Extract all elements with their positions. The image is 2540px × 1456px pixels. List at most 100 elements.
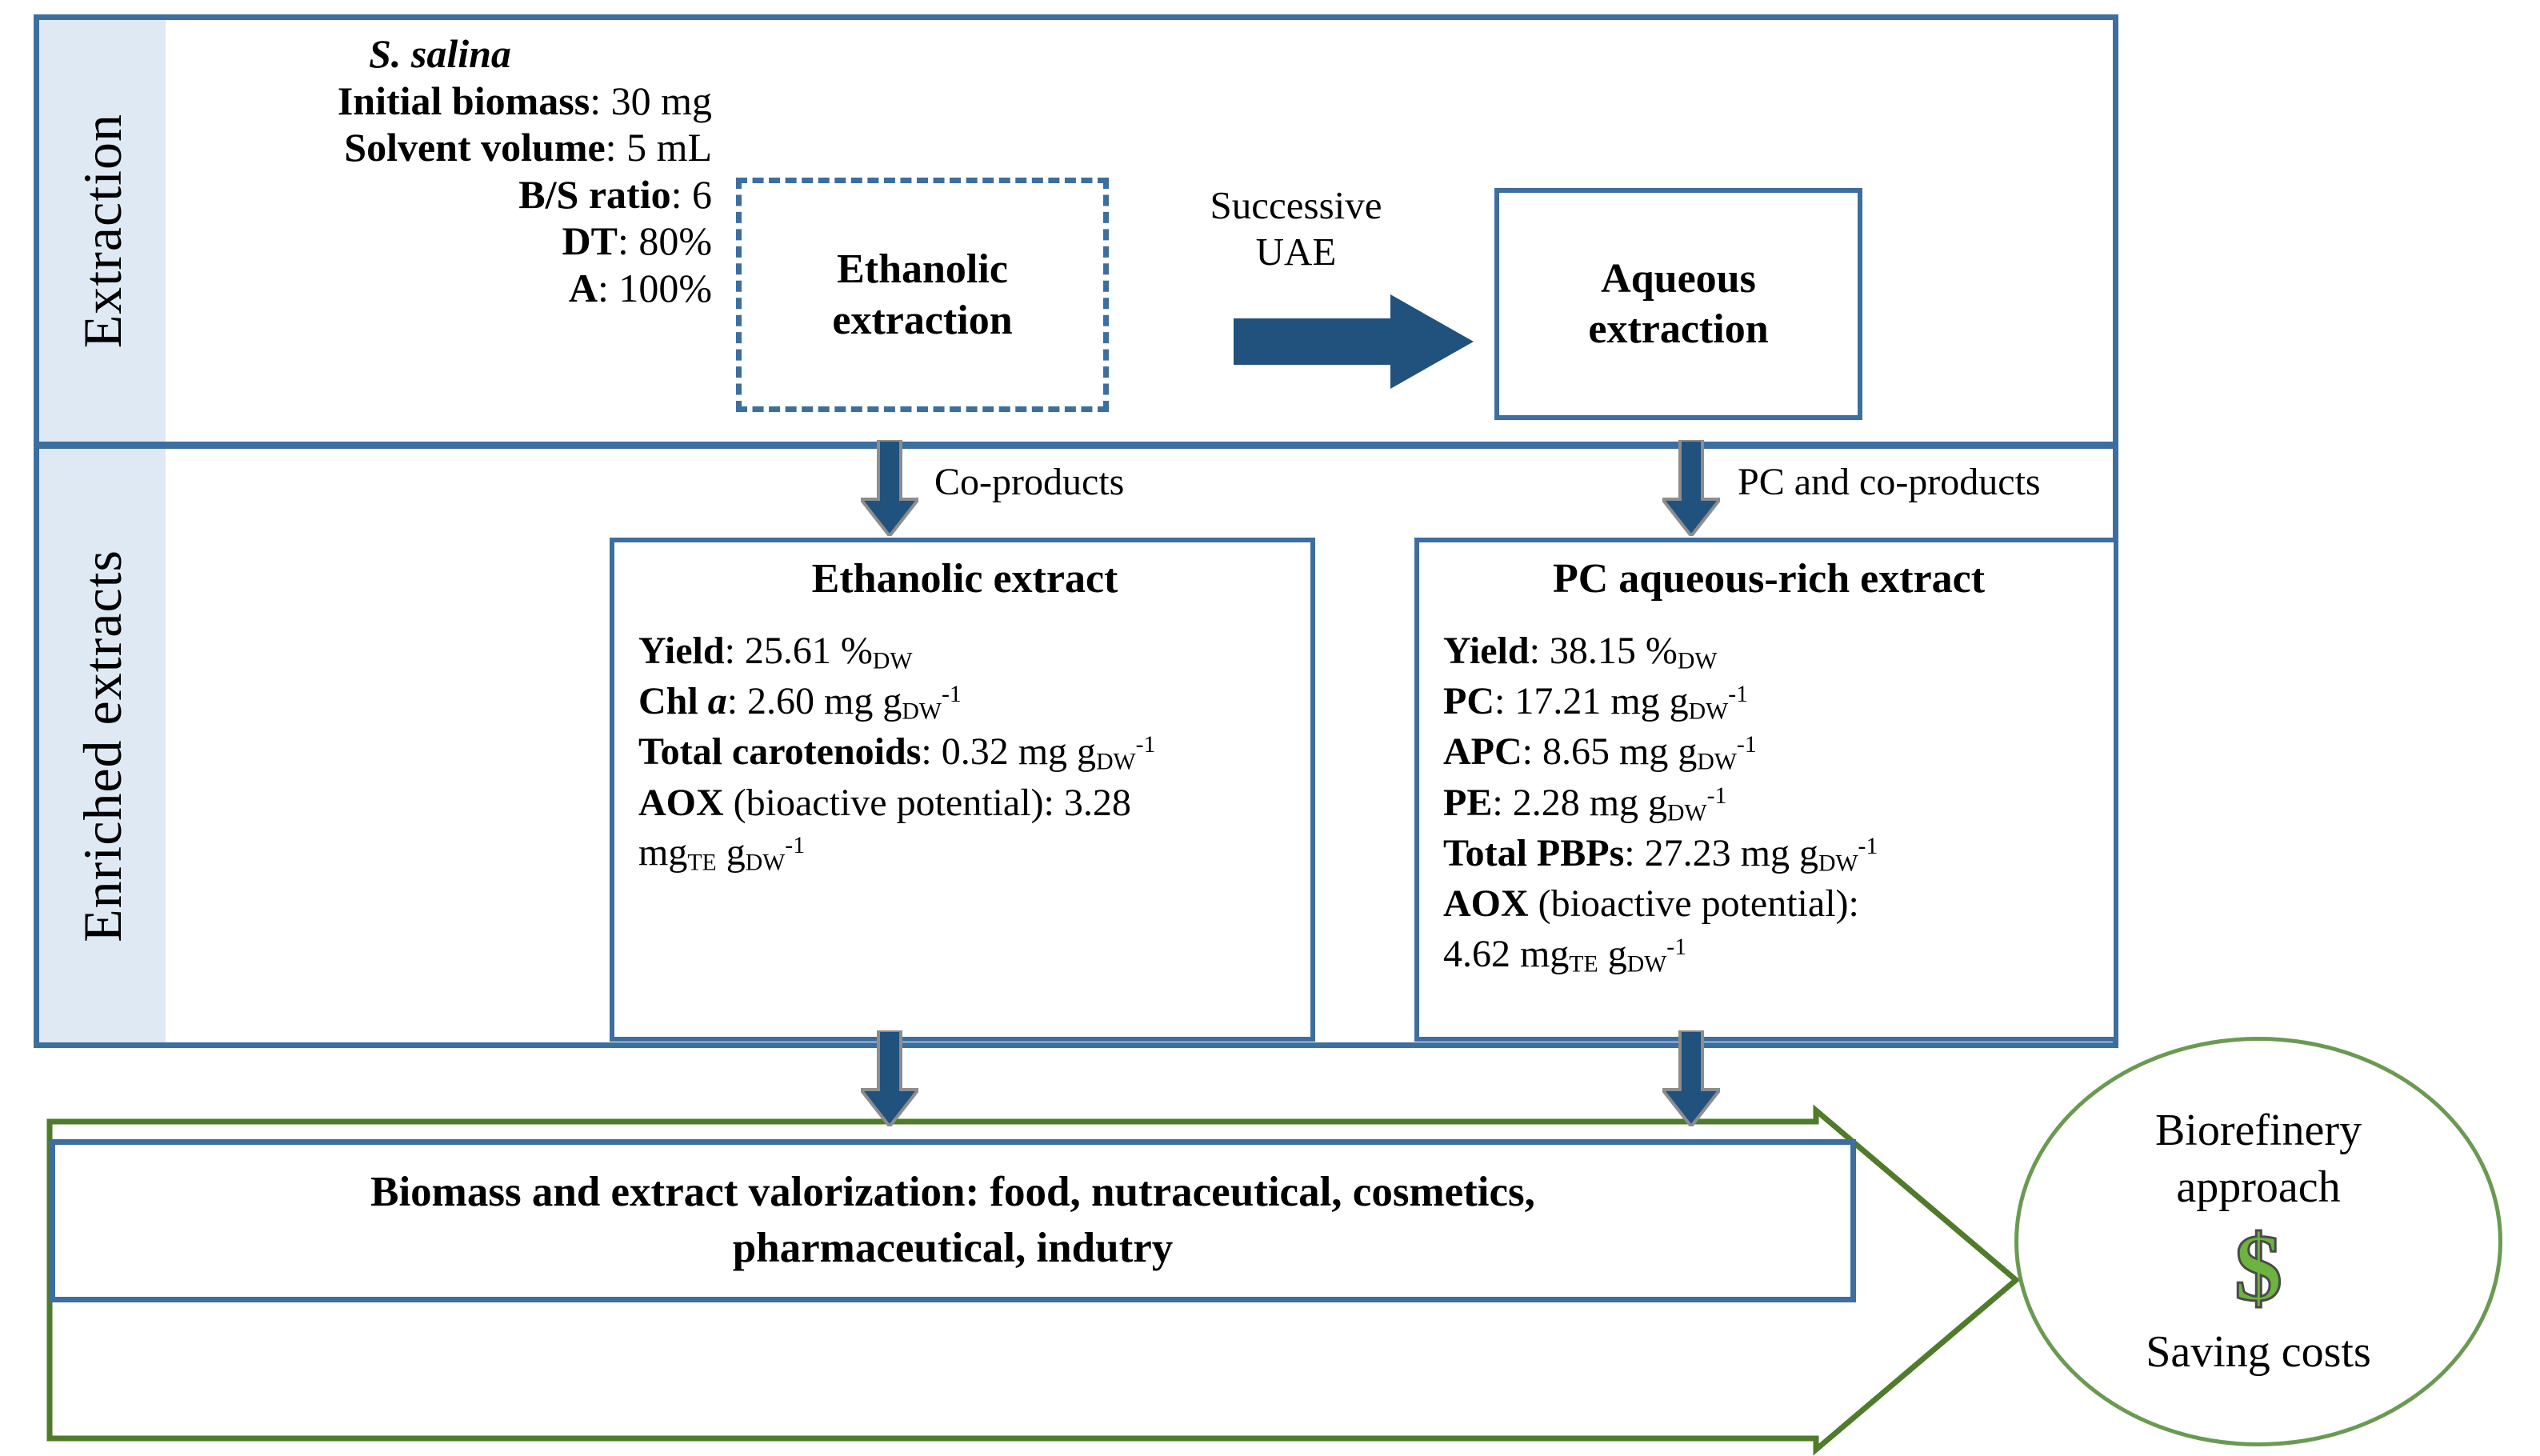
successive-uae-line1: Successive	[1210, 183, 1382, 227]
param-solvent-volume-key: Solvent volume	[344, 125, 606, 170]
param-initial-biomass: Initial biomass: 30 mg	[216, 78, 712, 125]
metric-yield-sep: :	[724, 630, 745, 672]
param-bs-ratio-value: : 6	[670, 171, 712, 217]
pc-metric-yield-sub: DW	[1677, 647, 1718, 674]
aqueous-extraction-box: Aqueous extraction	[1494, 188, 1862, 420]
down-arrow-icon-ethanolic-to-valorization	[861, 1030, 918, 1126]
pc-metric-total-pbps: Total PBPs: 27.23 mg gDW-1	[1443, 829, 2094, 879]
param-bs-ratio-key: B/S ratio	[518, 171, 671, 217]
down-arrow-icon-pc-to-valorization	[1662, 1030, 1720, 1126]
valorization-line2: pharmaceutical, indutry	[732, 1225, 1174, 1271]
pc-metric-yield: Yield: 38.15 %DW	[1443, 626, 2094, 677]
metric-yield-label: Yield	[638, 630, 725, 672]
metric-aox-unit-exp: -1	[785, 832, 806, 859]
pc-metric-pe-value: 2.28 mg g	[1512, 781, 1668, 824]
pc-metric-total-pbps-sep: :	[1624, 831, 1645, 874]
param-dt-value: : 80%	[617, 218, 712, 263]
metric-chl-a-sub: DW	[902, 698, 942, 725]
biorefinery-line3: Saving costs	[2146, 1327, 2371, 1378]
pc-metric-aox-sep: (bioactive potential):	[1528, 882, 1859, 926]
pc-metric-pe-label: PE	[1443, 781, 1493, 824]
pc-metric-apc-sup: -1	[1736, 731, 1757, 758]
ethanolic-extract-result-box: Ethanolic extract Yield: 25.61 %DW Chl a…	[610, 538, 1315, 1042]
stage-label-enriched-extracts: Enriched extracts	[39, 449, 166, 1042]
successive-uae-label: Successive UAE	[1164, 182, 1428, 275]
species-name: S. salina	[369, 31, 511, 76]
metric-yield-sub: DW	[872, 647, 913, 674]
param-initial-biomass-key: Initial biomass	[337, 78, 590, 123]
metric-total-carotenoids-value: 0.32 mg g	[941, 730, 1097, 774]
param-solvent-volume: Solvent volume: 5 mL	[216, 124, 712, 171]
metric-aox-unit-te: TE	[687, 849, 717, 876]
pc-metric-pe-sub: DW	[1667, 799, 1707, 826]
pc-aqueous-extract-result-box: PC aqueous-rich extract Yield: 38.15 %DW…	[1414, 538, 2118, 1042]
ethanolic-extraction-box: Ethanolic extraction	[736, 178, 1109, 412]
stage-divider	[34, 442, 2118, 449]
pc-metric-yield-value: 38.15 %	[1549, 630, 1678, 672]
metric-total-carotenoids-label: Total carotenoids	[638, 730, 922, 774]
stage-label-extraction-text: Extraction	[71, 113, 133, 349]
biorefinery-line2: approach	[2176, 1162, 2341, 1212]
pc-metric-aox-unit-te: TE	[1569, 950, 1598, 978]
metric-aox: AOX (bioactive potential): 3.28	[638, 778, 1291, 828]
metric-aox-sep: (bioactive potential):	[723, 781, 1064, 824]
metric-aox-units: mgTE gDW-1	[638, 828, 1291, 878]
metric-total-carotenoids-sub: DW	[1096, 749, 1136, 776]
metric-aox-unit-g: g	[716, 831, 746, 874]
param-a-value: : 100%	[597, 265, 712, 310]
pc-metric-apc-sep: :	[1522, 730, 1542, 774]
pc-metric-pc: PC: 17.21 mg gDW-1	[1443, 677, 2094, 727]
metric-aox-label: AOX	[638, 781, 724, 824]
param-dt: DT: 80%	[216, 218, 712, 265]
param-bs-ratio: B/S ratio: 6	[216, 171, 712, 218]
pc-metric-aox-unit-exp: -1	[1666, 933, 1687, 960]
valorization-line1: Biomass and extract valorization: food, …	[370, 1169, 1535, 1216]
pc-metric-aox-label: AOX	[1443, 882, 1529, 926]
ethanolic-extraction-label: Ethanolic extraction	[832, 244, 1012, 346]
down-arrow-icon-co-products	[861, 440, 918, 536]
param-a-key: A	[568, 265, 598, 310]
pc-metric-aox-unit-dw: DW	[1626, 950, 1667, 978]
pc-metric-aox: AOX (bioactive potential):	[1443, 879, 2094, 929]
param-initial-biomass-value: : 30 mg	[590, 78, 712, 123]
biorefinery-line1: Biorefinery	[2154, 1106, 2362, 1156]
pc-metric-yield-sep: :	[1529, 630, 1550, 672]
metric-chl-a: Chl a: 2.60 mg gDW-1	[638, 677, 1291, 727]
extraction-parameters: S. salina Initial biomass: 30 mg Solvent…	[216, 30, 712, 311]
metric-aox-unit-dw: DW	[745, 849, 786, 876]
pc-metric-pc-sub: DW	[1688, 698, 1729, 725]
param-dt-key: DT	[562, 218, 618, 263]
aqueous-extraction-line1: Aqueous	[1601, 255, 1756, 302]
param-solvent-volume-value: : 5 mL	[605, 125, 712, 170]
successive-uae-line2: UAE	[1255, 229, 1337, 274]
metric-aox-unit-mg: mg	[638, 831, 688, 874]
pc-aqueous-extract-title: PC aqueous-rich extract	[1552, 556, 1986, 602]
metric-total-carotenoids: Total carotenoids: 0.32 mg gDW-1	[638, 727, 1291, 778]
down-arrow-icon-pc-and-co-products	[1662, 440, 1720, 536]
pc-metric-apc-sub: DW	[1697, 749, 1737, 776]
param-a: A: 100%	[216, 265, 712, 312]
aqueous-extraction-label: Aqueous extraction	[1588, 254, 1768, 355]
ethanolic-extraction-line1: Ethanolic	[837, 246, 1008, 293]
pc-metric-total-pbps-sup: -1	[1858, 833, 1878, 860]
valorization-box: Biomass and extract valorization: food, …	[50, 1139, 1856, 1302]
flow-label-pc-and-co-products: PC and co-products	[1738, 461, 2041, 503]
ethanolic-extract-metrics: Yield: 25.61 %DW Chl a: 2.60 mg gDW-1 To…	[638, 626, 1291, 878]
pc-metric-total-pbps-value: 27.23 mg g	[1644, 831, 1818, 874]
ethanolic-extraction-line2: extraction	[832, 297, 1013, 343]
pc-aqueous-extract-metrics: Yield: 38.15 %DW PC: 17.21 mg gDW-1 APC:…	[1443, 626, 2094, 980]
pc-metric-aox-unit-g: g	[1598, 932, 1627, 975]
aqueous-extraction-line2: extraction	[1588, 306, 1769, 352]
pc-metric-aox-value: 4.62 mgTE gDW-1	[1443, 930, 2094, 980]
metric-chl-a-sep: :	[726, 680, 748, 723]
pc-metric-pc-value: 17.21 mg g	[1514, 680, 1689, 723]
metric-aox-value: 3.28	[1063, 781, 1131, 824]
metric-chl-a-sup: -1	[941, 681, 962, 708]
ethanolic-extract-title: Ethanolic extract	[811, 556, 1118, 602]
right-arrow-icon	[1234, 294, 1474, 389]
pc-metric-pc-sep: :	[1494, 680, 1515, 723]
pc-metric-total-pbps-sub: DW	[1818, 850, 1858, 877]
flow-label-co-products: Co-products	[934, 461, 1125, 503]
metric-total-carotenoids-sup: -1	[1135, 731, 1156, 758]
pc-metric-pc-sup: -1	[1728, 681, 1749, 708]
